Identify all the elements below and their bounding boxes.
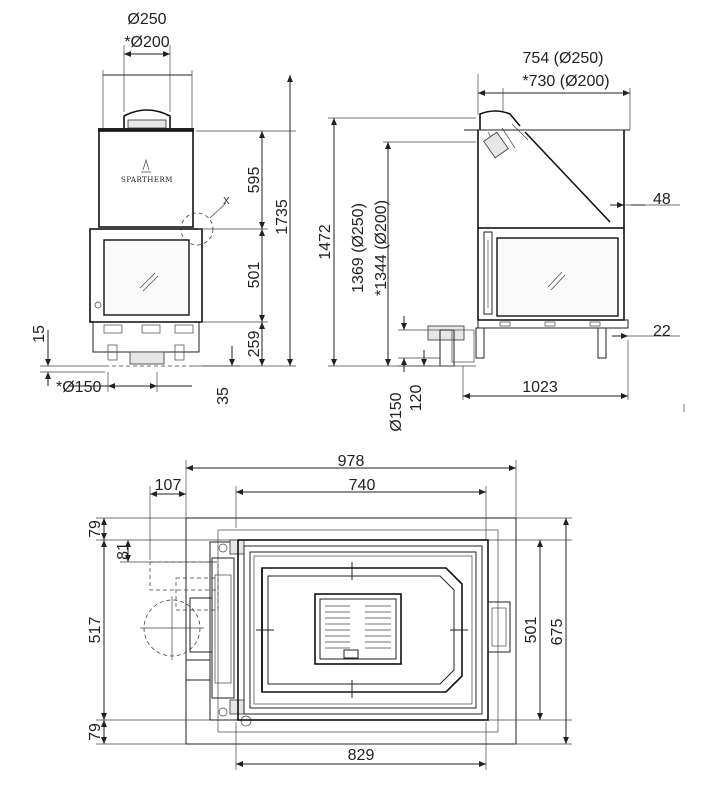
front-height-base: 259 [246, 331, 263, 358]
top-depth-79-bottom: 79 [87, 723, 104, 741]
top-view: 978 740 107 79 81 517 79 501 675 [87, 453, 572, 770]
front-air-inlet: *Ø150 [56, 379, 101, 396]
brand-label: SPARTHERM [121, 176, 173, 184]
front-flue-dia-alt-label: *Ø200 [124, 34, 169, 51]
front-height-window: 501 [246, 262, 263, 289]
side-dim-48: 48 [653, 191, 671, 208]
side-width-top-alt: *730 (Ø200) [522, 73, 609, 90]
front-view: Ø250 *Ø200 SPARTHERM X [31, 11, 296, 405]
side-height-total: 1472 [317, 224, 334, 260]
front-bottom-offset: 15 [31, 325, 48, 343]
side-depth: 1023 [522, 379, 558, 396]
side-air-dia: Ø150 [388, 392, 405, 431]
side-view: 754 (Ø250) *730 (Ø200) [317, 50, 680, 432]
side-height-flue: 1369 (Ø250) [350, 203, 367, 293]
front-height-upper: 595 [246, 167, 263, 194]
side-height-flue-alt: *1344 (Ø200) [373, 200, 390, 296]
top-depth-675: 675 [549, 619, 566, 646]
detail-mark: X [223, 196, 230, 207]
side-width-top: 754 (Ø250) [523, 50, 604, 67]
top-depth-79-top: 79 [87, 520, 104, 538]
top-width-total: 978 [338, 453, 365, 470]
top-offset-107: 107 [155, 477, 182, 494]
top-width-bottom: 829 [348, 747, 375, 764]
side-air-height: 120 [408, 385, 425, 412]
top-depth-517: 517 [87, 617, 104, 644]
top-width-inner: 740 [349, 477, 376, 494]
front-flue-dia-label: Ø250 [127, 11, 166, 28]
top-depth-501: 501 [523, 617, 540, 644]
side-dim-22: 22 [653, 323, 671, 340]
top-depth-81: 81 [115, 542, 132, 560]
front-bottom-small: 35 [215, 387, 232, 405]
front-height-total: 1735 [274, 199, 291, 235]
